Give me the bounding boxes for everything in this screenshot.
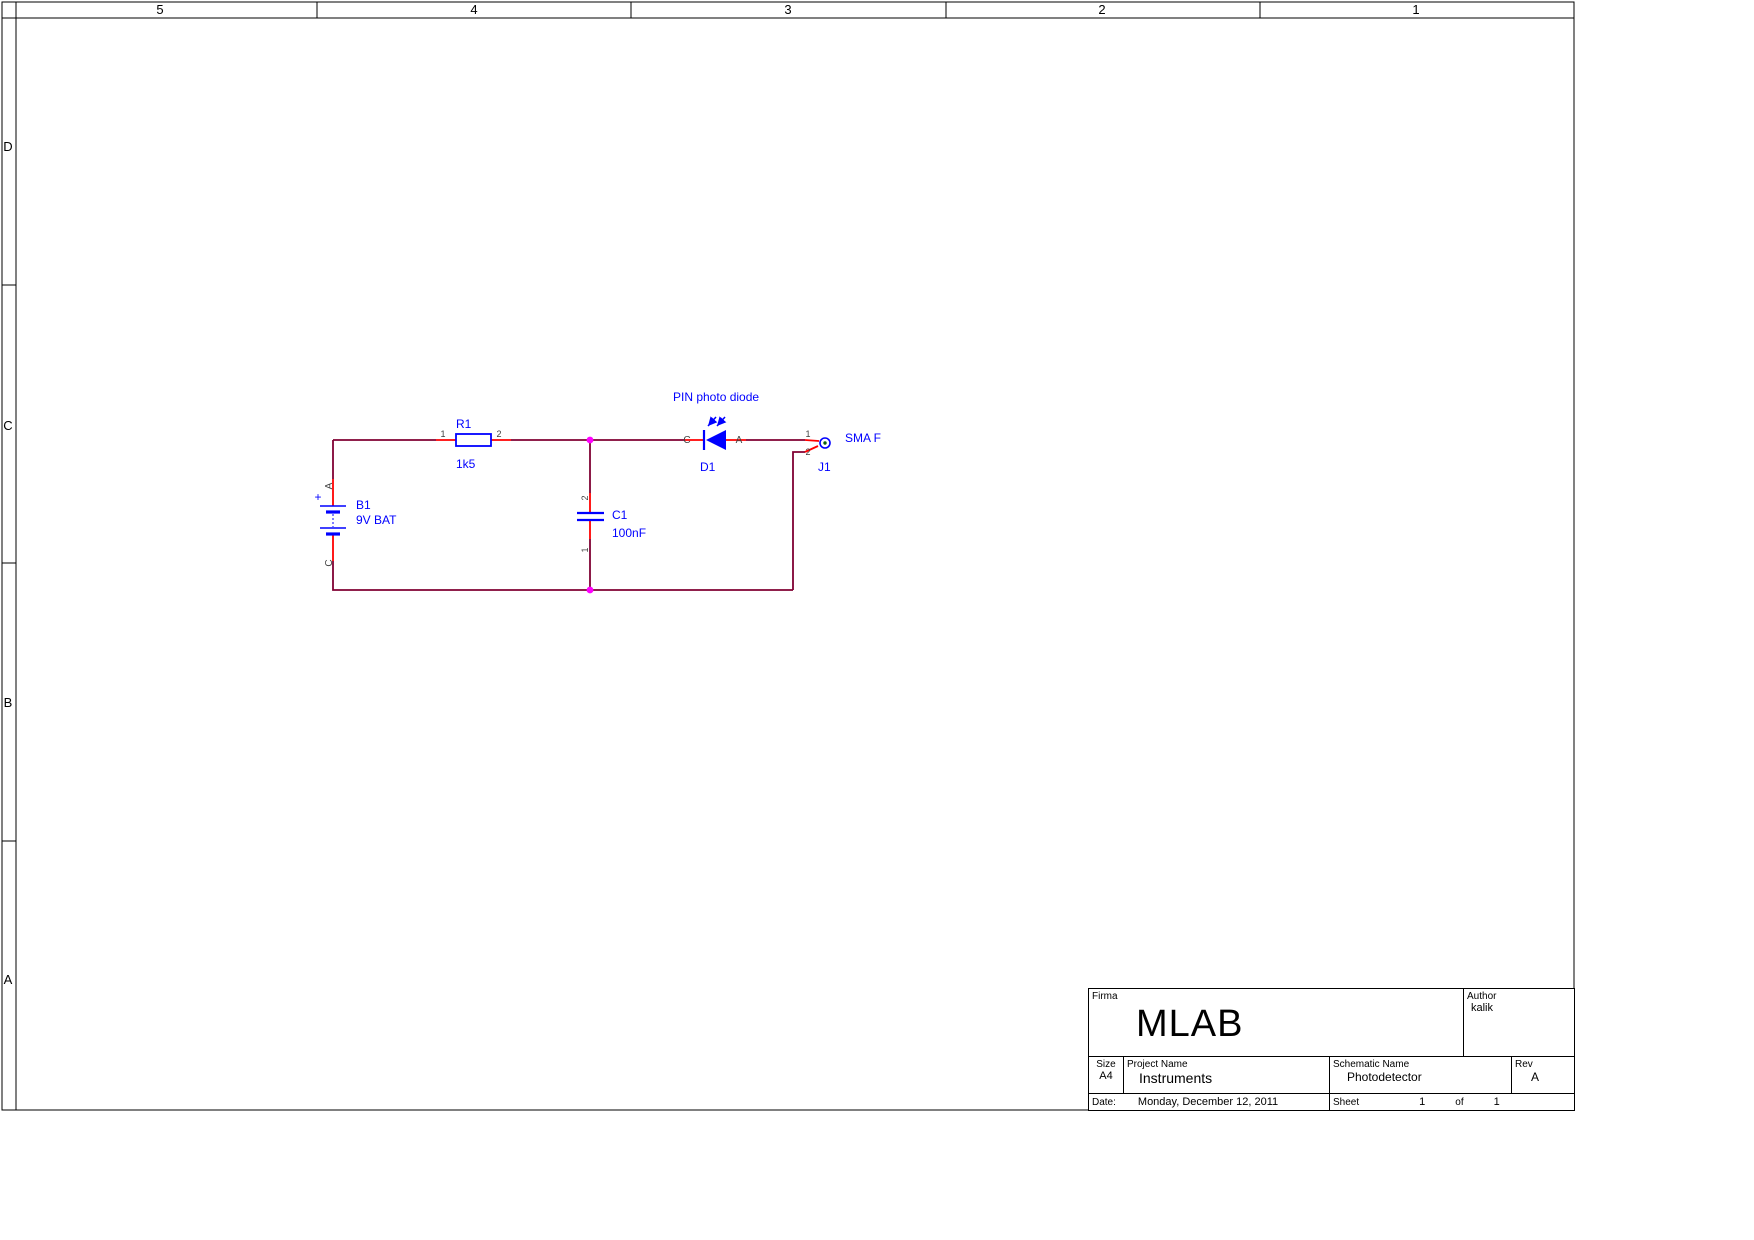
frame-column-label-4: 4 bbox=[470, 2, 477, 17]
component-r1-resistor: R1 1k5 1 2 bbox=[440, 417, 501, 471]
connector-pin1-number: 1 bbox=[805, 429, 810, 439]
date-cell: Date: Monday, December 12, 2011 bbox=[1089, 1094, 1329, 1110]
component-d1-photodiode: PIN photo diode D1 C A bbox=[673, 390, 759, 474]
frame-column-label-2: 2 bbox=[1098, 2, 1105, 17]
title-block: Firma MLAB Author kalik Size A4 Project … bbox=[1088, 988, 1575, 1111]
pin-stubs bbox=[332, 439, 820, 561]
sma-connector-center-dot bbox=[823, 441, 827, 445]
capacitor-pin1-number: 1 bbox=[580, 547, 590, 552]
connector-pin2-number: 2 bbox=[805, 447, 810, 457]
project-cell: Project Name Instruments bbox=[1123, 1057, 1329, 1093]
sheet-cell: Sheet 1 of 1 bbox=[1329, 1094, 1574, 1110]
author-label: Author bbox=[1467, 991, 1497, 1002]
size-cell: Size A4 bbox=[1089, 1057, 1123, 1093]
drawing-frame bbox=[1, 1, 1575, 1111]
sheet-of-label: of bbox=[1455, 1096, 1464, 1108]
rev-label: Rev bbox=[1515, 1059, 1533, 1070]
author-name: kalik bbox=[1471, 1002, 1494, 1014]
capacitor-value: 100nF bbox=[612, 526, 646, 540]
battery-refdes: B1 bbox=[356, 498, 371, 512]
resistor-value: 1k5 bbox=[456, 457, 476, 471]
photodiode-annotation: PIN photo diode bbox=[673, 390, 759, 404]
resistor-pin1-number: 1 bbox=[440, 429, 445, 439]
component-c1-capacitor: C1 100nF 2 1 bbox=[577, 495, 646, 553]
size-value: A4 bbox=[1099, 1070, 1113, 1082]
sheet-label: Sheet bbox=[1333, 1096, 1360, 1108]
net-wires bbox=[332, 439, 805, 591]
capacitor-refdes: C1 bbox=[612, 508, 628, 522]
title-block-row-info: Size A4 Project Name Instruments Schemat… bbox=[1089, 1056, 1574, 1093]
frame-column-label-3: 3 bbox=[784, 2, 791, 17]
photon-arrow-icon bbox=[707, 416, 718, 427]
date-label: Date: bbox=[1092, 1096, 1116, 1108]
resistor-body bbox=[455, 433, 492, 447]
capacitor-pin2-number: 2 bbox=[580, 495, 590, 500]
battery-value: 9V BAT bbox=[356, 513, 397, 527]
title-block-row-date: Date: Monday, December 12, 2011 Sheet 1 … bbox=[1089, 1093, 1574, 1110]
diode-triangle bbox=[706, 430, 726, 450]
battery-plus-sign: + bbox=[314, 490, 321, 504]
connector-value: SMA F bbox=[845, 431, 881, 445]
firma-label: Firma bbox=[1092, 991, 1118, 1002]
frame-column-label-1: 1 bbox=[1412, 2, 1419, 17]
wire-segment bbox=[332, 561, 793, 591]
sheet-number: 1 bbox=[1419, 1096, 1426, 1108]
frame-row-label-b: B bbox=[4, 695, 13, 710]
date-value: Monday, December 12, 2011 bbox=[1137, 1096, 1279, 1108]
frame-row-label-d: D bbox=[3, 139, 12, 154]
size-label: Size bbox=[1096, 1059, 1116, 1070]
schematic-name: Photodetector bbox=[1347, 1070, 1422, 1084]
wire-segment bbox=[792, 451, 805, 590]
resistor-refdes: R1 bbox=[456, 417, 472, 431]
photodiode-pin-c-label: C bbox=[683, 435, 690, 446]
photodiode-refdes: D1 bbox=[700, 460, 716, 474]
junction-dot bbox=[586, 436, 594, 444]
rev-value: A bbox=[1531, 1070, 1540, 1084]
author-cell: Author kalik bbox=[1463, 989, 1574, 1056]
schematic-cell: Schematic Name Photodetector bbox=[1329, 1057, 1511, 1093]
company-name: MLAB bbox=[1136, 1003, 1244, 1045]
frame-labels: 5 4 3 2 1 D C B A bbox=[3, 2, 1419, 987]
connector-refdes: J1 bbox=[818, 460, 831, 474]
frame-row-label-a: A bbox=[4, 972, 13, 987]
pin-stub bbox=[804, 439, 820, 442]
frame-column-label-5: 5 bbox=[156, 2, 163, 17]
rev-cell: Rev A bbox=[1511, 1057, 1574, 1093]
sheet-total: 1 bbox=[1493, 1096, 1500, 1108]
junction-dot bbox=[586, 586, 594, 594]
photodiode-pin-a-label: A bbox=[736, 435, 743, 446]
frame-row-label-c: C bbox=[3, 418, 12, 433]
battery-pin-c-label: C bbox=[324, 559, 335, 566]
component-b1-battery: + B1 9V BAT A C bbox=[314, 482, 397, 566]
resistor-pin2-number: 2 bbox=[496, 429, 501, 439]
photon-arrow-icon bbox=[716, 416, 727, 427]
component-j1-connector: 1 2 SMA F J1 bbox=[805, 429, 881, 474]
project-name: Instruments bbox=[1139, 1070, 1213, 1086]
project-name-label: Project Name bbox=[1127, 1059, 1188, 1070]
battery-pin-a-label: A bbox=[324, 482, 335, 489]
schematic-name-label: Schematic Name bbox=[1333, 1059, 1410, 1070]
pin-stub bbox=[804, 445, 819, 453]
frame-outer-border bbox=[1, 1, 1575, 1111]
firma-cell: Firma MLAB bbox=[1089, 989, 1463, 1056]
title-block-row-main: Firma MLAB Author kalik bbox=[1089, 989, 1574, 1056]
